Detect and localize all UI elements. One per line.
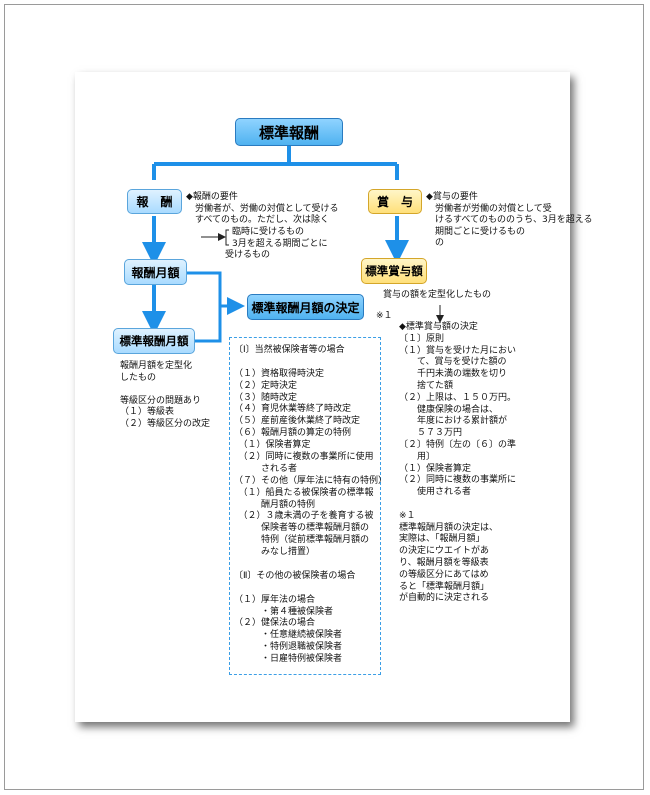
houshu-requirement: ◆報酬の要件 労働者が、労働の対償として受ける すべてのもの。ただし、次は除く	[186, 192, 339, 227]
center-list-item: 〔Ⅰ〕当然被保険者等の場合	[234, 345, 345, 355]
hyojun-shoyogaku-box: 標準賞与額	[361, 258, 427, 284]
center-list-item: （４）育児休業等終了時改定	[234, 404, 352, 415]
exclusion-line: 臨時に受けるもの	[232, 227, 305, 237]
houshu-box: 報 酬	[127, 189, 182, 214]
right-note-line: ◆標準賞与額の決定	[399, 322, 478, 332]
right-notes: ◆標準賞与額の決定〔１〕原則（１）賞与を受けた月におい て、賞与を受けた額の 千…	[399, 322, 516, 605]
right-note-line: （２）同時に複数の事業所に	[399, 475, 517, 486]
center-list-item: （１）厚年法の場合	[234, 594, 316, 605]
right-note-line: （１）賞与を受けた月におい	[399, 345, 517, 356]
center-list: 〔Ⅰ〕当然被保険者等の場合 （１）資格取得時決定（２）定時決定（３）随時改定（４）…	[234, 345, 387, 666]
right-note-line: 実際は、「報酬月額」	[399, 534, 485, 545]
center-list-item	[234, 357, 387, 369]
houshu-req-line: ◆報酬の要件	[186, 192, 238, 202]
right-note-line: 用〕	[399, 451, 436, 462]
right-note-line: （１）保険者算定	[399, 463, 472, 474]
houshu-exclusions: 臨時に受けるもの 3月を超える期間ごとに 受けるもの	[225, 227, 328, 262]
right-note-line: 千円未満の端数を切り	[399, 369, 508, 380]
shoyo-req-line: ◆賞与の要件	[426, 192, 478, 202]
right-note-line: 年度における累計額が	[399, 416, 508, 427]
left-note-line: 等級区分の問題あり	[120, 395, 202, 406]
document-page	[75, 72, 570, 722]
center-list-item: （１）船員たる被保険者の標準報	[234, 487, 374, 498]
center-list-item: （７）その他（厚年法に特有の特例）	[234, 475, 388, 486]
center-list-item: される者	[234, 463, 298, 474]
hyojun-houshu-getsugaku-box: 標準報酬月額	[113, 328, 195, 354]
right-note-line: が自動的に決定される	[399, 593, 490, 604]
left-note-line: 報酬月額を定型化	[120, 361, 193, 371]
shoyo-req-line: 期間ごとに受けるもの	[426, 226, 526, 237]
right-note-line: て、賞与を受けた額の	[399, 357, 507, 368]
bracket-exclusion	[225, 229, 229, 246]
center-list-item: （６）報酬月額の算定の特例	[234, 428, 352, 439]
exclusion-line: 受けるもの	[225, 250, 271, 261]
kettei-detail-box	[229, 337, 381, 675]
shoyo-box: 賞 与	[368, 189, 422, 214]
left-notes: 報酬月額を定型化 したもの 等級区分の問題あり （１）等級表 （２）等級区分の改…	[120, 361, 210, 431]
right-note-line: 使用される者	[399, 487, 472, 498]
shoyo-teikei: 賞与の額を定型化したもの	[383, 290, 492, 300]
connector-to-kettei	[187, 271, 236, 343]
center-list-item	[234, 559, 387, 571]
right-note-line: ※１	[399, 510, 416, 521]
outer-frame	[4, 4, 644, 790]
houshu-getsugaku-box: 報酬月額	[124, 259, 187, 285]
title-box: 標準報酬	[235, 118, 343, 146]
center-list-item: ・任意継続被保険者	[234, 630, 343, 641]
right-note-line	[399, 499, 516, 511]
center-list-item: （２）定時決定	[234, 380, 298, 391]
right-note-line: 〔１〕原則	[399, 333, 445, 344]
left-note-line: （１）等級表	[120, 407, 175, 418]
center-list-item: 酬月額の特例	[234, 499, 316, 510]
right-note-line: の等級区分にあてはめ	[399, 569, 489, 580]
center-list-item: （２）３歳未満の子を養育する被	[234, 511, 374, 522]
center-list-item: （３）随時改定	[234, 392, 298, 403]
kettei-note: ※１	[376, 311, 393, 321]
left-note-line: （２）等級区分の改定	[120, 418, 211, 429]
right-note-line: （２）上限は、１５０万円。	[399, 392, 517, 403]
shoyo-req-line: けるすべてのもののうち、3月を超える	[426, 215, 593, 226]
center-list-item: （２）同時に複数の事業所に使用	[234, 452, 374, 463]
shoyo-req-line: 労働者が労働の対償として受	[426, 203, 552, 214]
right-note-line: ると「標準報酬月額」	[399, 581, 490, 592]
right-note-line: 健康保険の場合は、	[399, 404, 499, 415]
center-list-item: 特例（従前標準報酬月額の	[234, 535, 370, 546]
center-list-item: みなし措置）	[234, 547, 316, 558]
left-note-line: したもの	[120, 372, 157, 383]
shoyo-req-line: の	[426, 238, 445, 249]
center-list-item: （５）産前産後休業終了時改定	[234, 416, 361, 427]
center-list-item: （１）資格取得時決定	[234, 368, 325, 379]
center-list-item: 〔Ⅱ〕その他の被保険者の場合	[234, 570, 356, 581]
right-note-line: ５７３万円	[399, 428, 463, 439]
center-list-item: ・第４種被保険者	[234, 606, 334, 617]
connector-top	[152, 146, 399, 180]
center-list-item	[234, 583, 387, 595]
left-note-line	[120, 384, 210, 396]
center-list-item: ・特例退職被保険者	[234, 642, 343, 653]
center-list-item: （１）保険者算定	[234, 440, 311, 451]
center-list-item: 保険者等の標準報酬月額の	[234, 523, 370, 534]
right-note-line: の決定にウエイトがあ	[399, 546, 490, 557]
center-list-item: （２）健保法の場合	[234, 618, 316, 629]
houshu-req-line: 労働者が、労働の対償として受ける	[186, 203, 339, 214]
shoyo-requirement: ◆賞与の要件 労働者が労働の対償として受 けるすべてのもののうち、3月を超える …	[426, 192, 592, 250]
kettei-box: 標準報酬月額の決定	[247, 294, 364, 320]
exclusion-line: 3月を超える期間ごとに	[232, 238, 328, 249]
right-note-line: 捨てた額	[399, 380, 454, 391]
right-note-line: り、報酬月額を等級表	[399, 557, 489, 568]
right-note-line: 〔２〕特例〔左の〔６〕の準	[399, 439, 517, 450]
center-list-item: ・日雇特例被保険者	[234, 654, 343, 665]
right-note-line: 標準報酬月額の決定は、	[399, 522, 499, 533]
houshu-req-line: すべてのもの。ただし、次は除く	[186, 215, 330, 226]
